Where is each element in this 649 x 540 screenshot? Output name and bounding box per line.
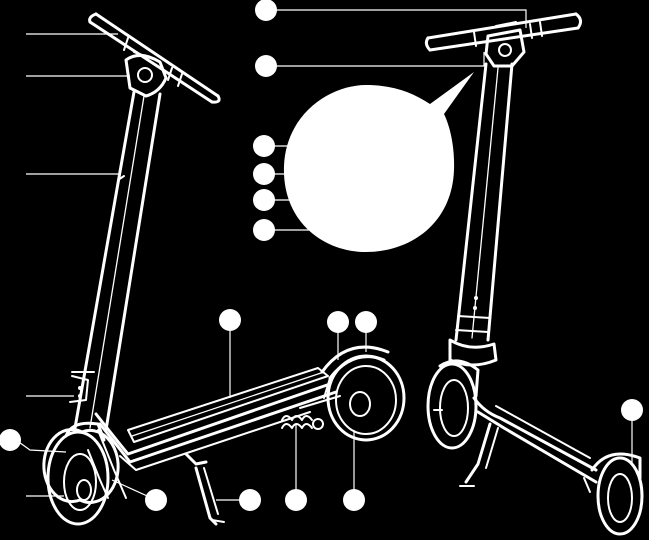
callout-marker-rear-fender — [327, 311, 349, 333]
callout-marker-bubble-1 — [253, 135, 275, 157]
callout-marker-rear-wheel — [343, 489, 365, 511]
callout-marker-deck — [219, 309, 241, 331]
right-stem — [454, 62, 514, 342]
right-scooter — [424, 12, 644, 536]
leader-headlight — [15, 439, 67, 453]
left-kickstand — [184, 452, 225, 526]
right-deck — [472, 396, 598, 484]
right-kickstand — [459, 422, 499, 487]
detail-callout-bubble — [283, 72, 474, 252]
leader-lines — [15, 9, 633, 501]
callout-marker-brake-lever — [255, 0, 277, 21]
left-deck — [94, 367, 338, 471]
callout-marker-tail-light — [621, 399, 643, 421]
callout-marker-bell — [255, 55, 277, 77]
callout-marker-bubble-4 — [253, 219, 275, 241]
right-folding-joint — [448, 315, 498, 367]
left-rear-wheel — [320, 345, 406, 442]
left-folding-joint — [69, 371, 95, 403]
callout-marker-bubble-2 — [253, 163, 275, 185]
right-rear-wheel — [583, 452, 644, 536]
leader-brake-lever — [266, 9, 527, 28]
callout-marker-bubble-3 — [253, 189, 275, 211]
callout-markers — [0, 0, 643, 511]
callout-marker-front-fork — [145, 489, 167, 511]
left-front-wheel — [42, 421, 127, 526]
left-scooter — [42, 12, 406, 526]
callout-marker-rear-brake — [355, 311, 377, 333]
right-handlebar — [424, 12, 583, 52]
callout-marker-suspension — [285, 489, 307, 511]
callout-marker-headlight — [0, 429, 21, 451]
callout-marker-kickstand — [239, 489, 261, 511]
left-stem-head — [124, 51, 168, 98]
right-front-wheel — [426, 359, 480, 450]
left-handlebar — [88, 12, 221, 104]
leader-bell — [266, 52, 485, 67]
